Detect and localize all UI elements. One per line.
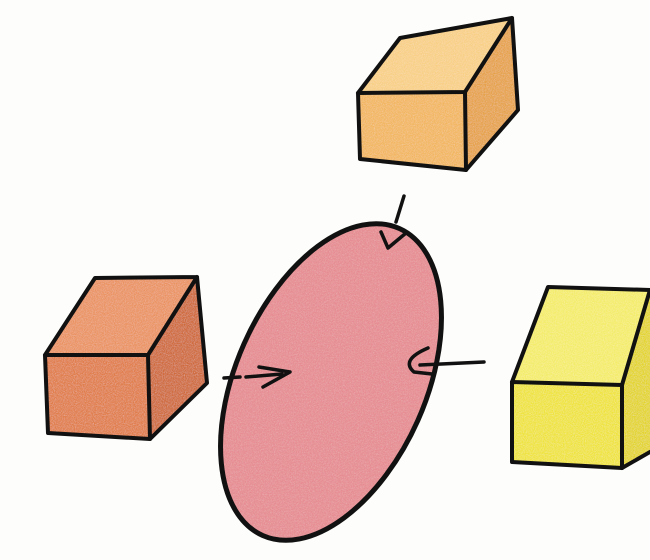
box-top-orange-front-face	[358, 92, 466, 170]
box-left-orange-red-front-face	[45, 355, 150, 439]
red-disc-fill	[176, 190, 486, 560]
arrow-from-top-shaft	[396, 196, 404, 222]
box-right-yellow	[512, 287, 650, 468]
red-disc	[176, 190, 486, 560]
box-right-yellow-front-face	[512, 382, 622, 468]
arrow-from-left-shaft-outside	[224, 377, 240, 378]
